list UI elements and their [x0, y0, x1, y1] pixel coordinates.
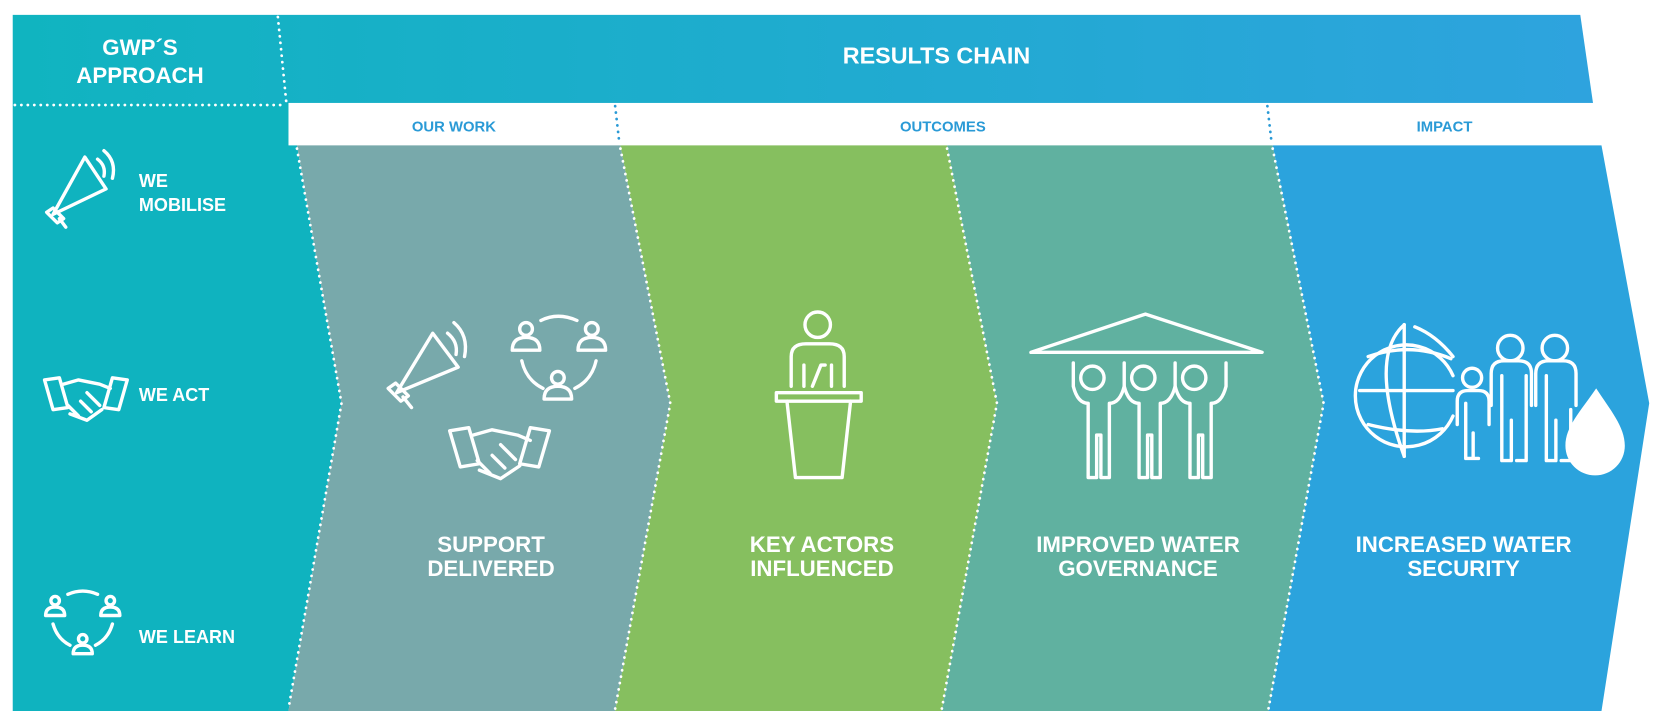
divider: [1267, 147, 1326, 711]
stage-label: DELIVERED: [427, 556, 554, 581]
divider: [940, 147, 999, 711]
stage-support-delivered: [288, 145, 671, 712]
family-icon: [1455, 333, 1578, 463]
approach-column: [12, 102, 342, 712]
stage-key-actors: [615, 145, 997, 712]
megaphone-icon: [44, 148, 116, 229]
approach-item-label: WE ACT: [139, 385, 209, 405]
handshake-icon: [447, 425, 552, 481]
speaker-podium-icon: [774, 310, 863, 480]
divider: [613, 147, 672, 711]
section-our-work: OUR WORK: [412, 120, 496, 136]
divider: [1266, 104, 1274, 145]
stage-water-governance: [941, 145, 1324, 712]
network-people-icon: [43, 589, 122, 656]
divider: [276, 15, 288, 105]
stage-label: KEY ACTORS: [750, 532, 894, 557]
section-impact: IMPACT: [1417, 120, 1473, 136]
stage-label: IMPROVED WATER: [1036, 532, 1240, 557]
stage-label: SUPPORT: [437, 532, 545, 557]
approach-item-label: MOBILISE: [139, 195, 226, 215]
section-outcomes: OUTCOMES: [900, 120, 986, 136]
approach-item-label: WE LEARN: [139, 627, 235, 647]
stage-label: INFLUENCED: [750, 556, 893, 581]
stage-label: INCREASED WATER: [1356, 532, 1572, 557]
stage-label: GOVERNANCE: [1058, 556, 1218, 581]
water-drop-icon: [1565, 388, 1625, 476]
approach-item-label: WE: [139, 171, 168, 191]
approach-title: APPROACH: [76, 63, 203, 88]
approach-title: GWP´S: [102, 35, 177, 60]
network-people-icon: [510, 314, 608, 401]
divider: [613, 104, 621, 145]
header-band: [12, 14, 1594, 103]
results-chain-title: RESULTS CHAIN: [843, 43, 1030, 69]
divider: [287, 147, 343, 711]
stage-label: SECURITY: [1407, 556, 1520, 581]
governance-icon: [1029, 312, 1264, 480]
megaphone-icon: [386, 320, 468, 410]
section-band: [288, 102, 1596, 146]
stage-water-security: [1268, 145, 1650, 712]
globe-icon: [1353, 323, 1455, 459]
handshake-icon: [42, 376, 129, 422]
